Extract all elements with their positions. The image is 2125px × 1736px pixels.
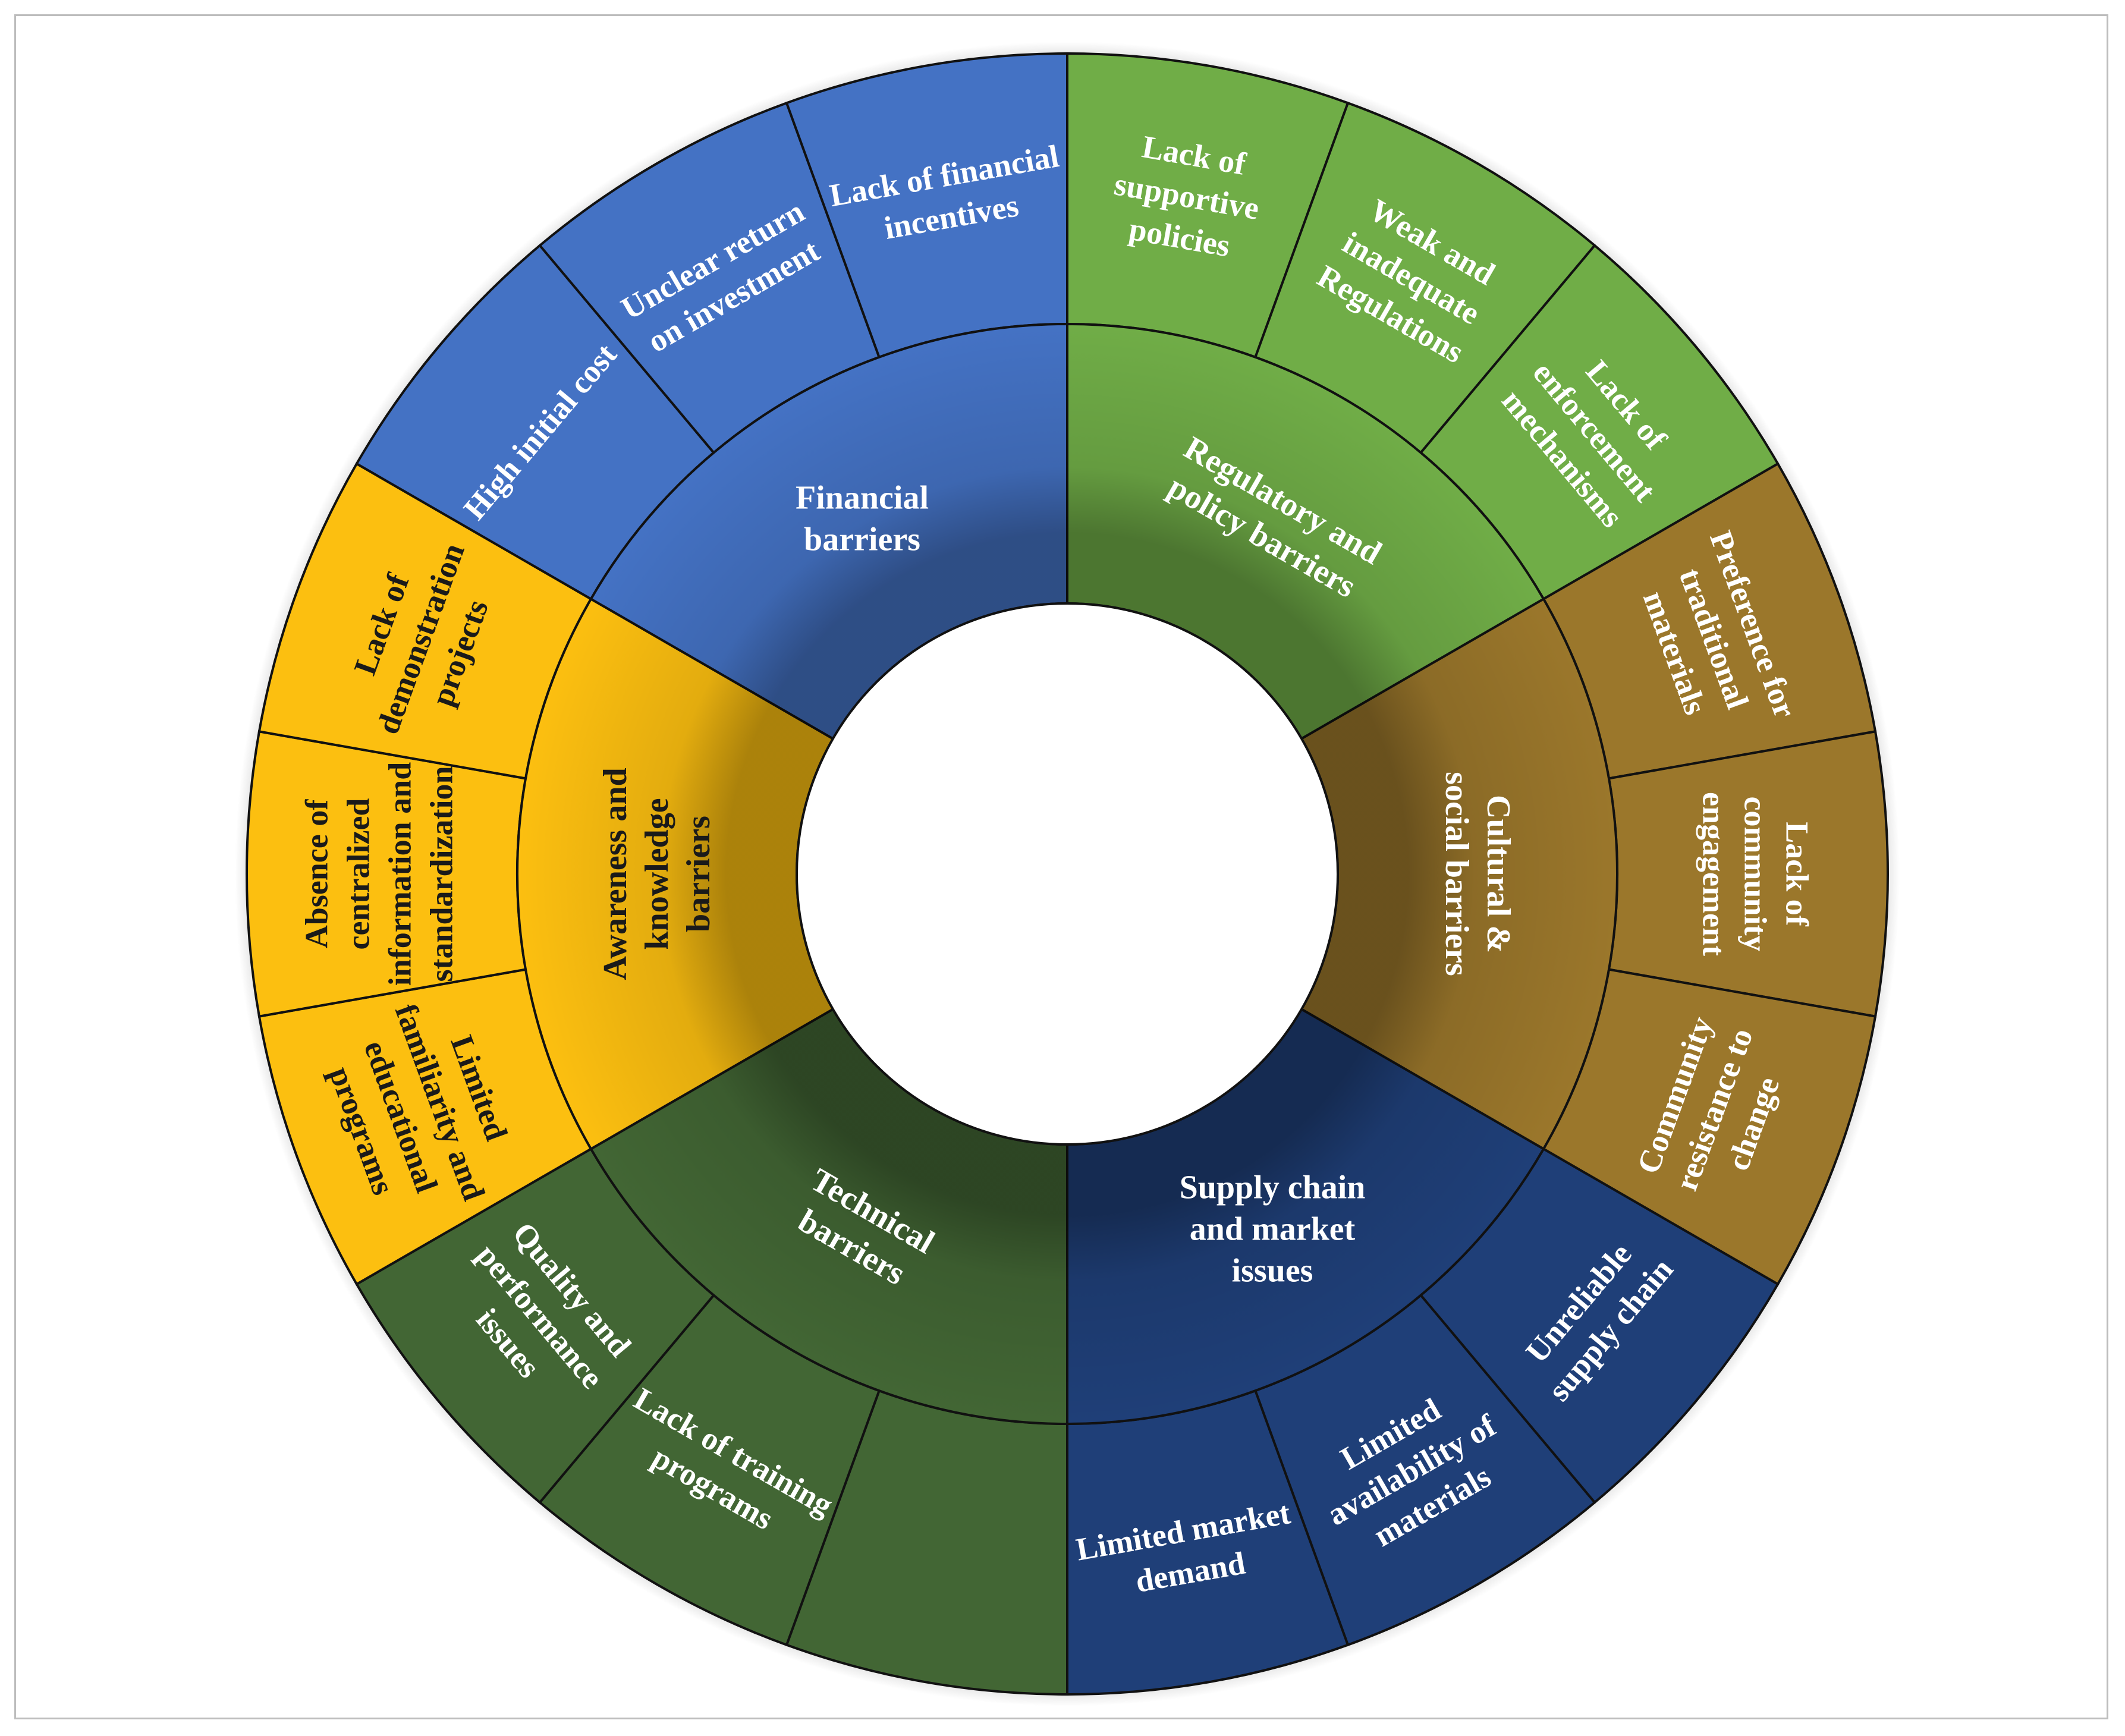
category-label-awareness-line: Awareness and: [597, 768, 634, 980]
barrier-label-cultural-1-line: engagement: [1696, 792, 1732, 956]
barrier-label-cultural-1-line: Lack of: [1780, 822, 1815, 927]
category-label-financial-line: Financial: [796, 479, 929, 516]
barrier-label-regulatory-0: Lack ofsupportivepolicies: [1104, 125, 1269, 268]
category-label-supply-line: issues: [1232, 1253, 1313, 1290]
category-label-awareness-line: knowledge: [639, 798, 675, 949]
center-hole: [796, 602, 1339, 1146]
category-label-supply-line: Supply chain: [1180, 1169, 1366, 1206]
category-label-cultural-line: Cultural &: [1480, 795, 1517, 953]
barrier-label-awareness-1-line: information and: [382, 762, 418, 986]
barrier-label-awareness-1-line: standardization: [424, 766, 460, 982]
category-label-financial: Financial barriers: [796, 479, 929, 558]
category-label-cultural-line: social barriers: [1438, 772, 1475, 976]
category-label-supply: Supply chain and market issues: [1180, 1169, 1366, 1290]
barrier-label-awareness-1-line: Absence of: [299, 799, 335, 948]
barrier-label-cultural-1-line: community: [1738, 797, 1774, 952]
category-label-supply-line: and market: [1190, 1211, 1356, 1248]
barrier-label-cultural-1: Lack ofcommunityengagement: [1696, 792, 1815, 956]
category-label-financial-line: barriers: [804, 521, 920, 558]
category-label-cultural: Cultural &social barriers: [1438, 772, 1517, 976]
barrier-label-awareness-1-line: centralized: [341, 798, 376, 950]
category-label-awareness-line: barriers: [680, 816, 717, 932]
